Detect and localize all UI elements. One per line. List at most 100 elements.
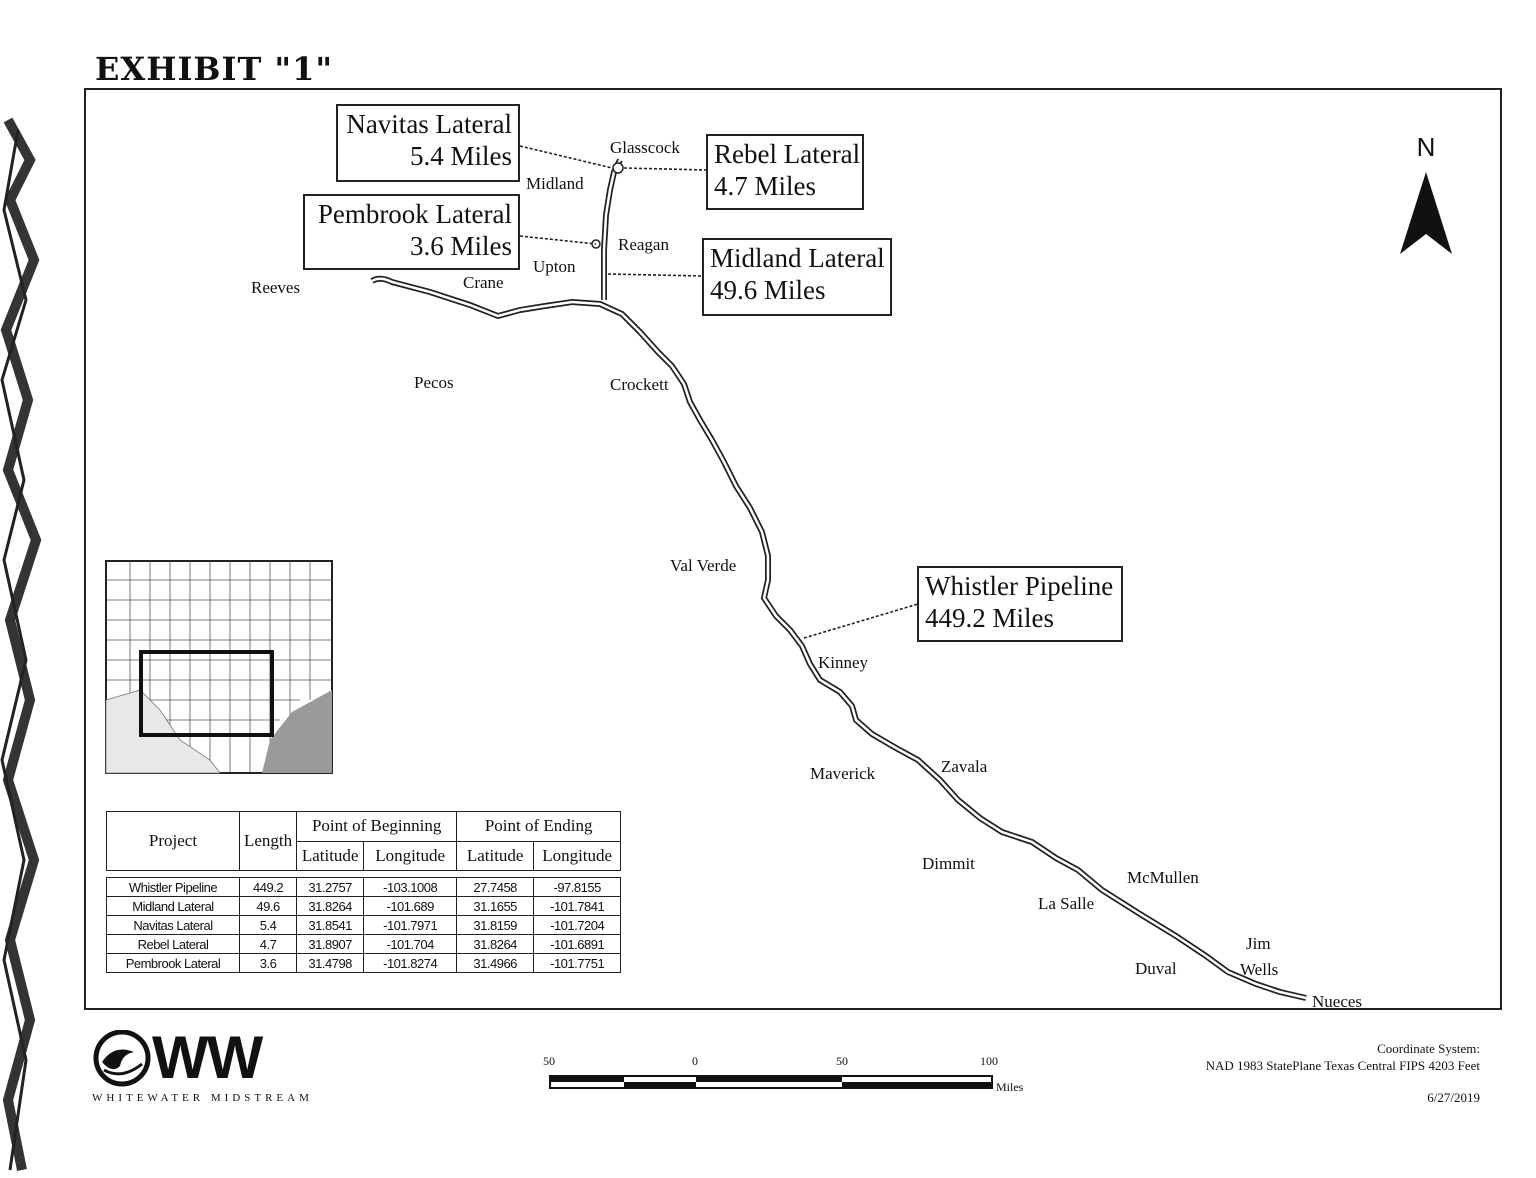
exhibit-title: EXHIBIT "1": [95, 50, 333, 88]
scale-tick-label: 50: [836, 1054, 848, 1068]
callout-navitas-lateral: Navitas Lateral 5.4 Miles: [336, 104, 520, 182]
county-label-glasscock: Glasscock: [610, 138, 680, 157]
cell-begin-lon: -101.704: [363, 934, 458, 954]
cell-end-lon: -97.8155: [533, 877, 622, 897]
table-row: Midland Lateral 49.6 31.8264 -101.689 31…: [106, 896, 622, 916]
north-arrow-icon: [1400, 172, 1452, 254]
cell-end-lon: -101.7841: [533, 896, 622, 916]
county-label-wells: Wells: [1240, 960, 1279, 979]
county-label-mcmullen: McMullen: [1127, 868, 1199, 887]
county-label-nueces: Nueces: [1312, 992, 1363, 1011]
callout-pembrook-lateral: Pembrook Lateral 3.6 Miles: [303, 194, 520, 270]
county-label-midland: Midland: [526, 174, 584, 193]
callout-pembrook-name: Pembrook Lateral: [317, 199, 512, 229]
cell-begin-lon: -101.8274: [363, 953, 458, 973]
scale-unit-label: Miles: [996, 1080, 1024, 1094]
cell-end-lat: 31.8264: [456, 934, 535, 954]
cell-length: 449.2: [238, 877, 298, 897]
rebel-lateral-marker: [612, 162, 624, 174]
scale-bar: [549, 1075, 993, 1089]
county-label-crane: Crane: [463, 273, 504, 292]
callout-pembrook-length: 3.6 Miles: [409, 231, 512, 261]
callout-whistler-name: Whistler Pipeline: [925, 571, 1114, 601]
cell-length: 49.6: [238, 896, 298, 916]
table-row: Pembrook Lateral 3.6 31.4798 -101.8274 3…: [106, 953, 622, 973]
callout-rebel-length: 4.7 Miles: [714, 171, 817, 201]
map-date: 6/27/2019: [1427, 1090, 1480, 1105]
table-row: Whistler Pipeline 449.2 31.2757 -103.100…: [106, 877, 622, 897]
county-label-la-salle: La Salle: [1038, 894, 1095, 913]
table-gap: [106, 870, 621, 878]
cell-project: Pembrook Lateral: [106, 953, 240, 973]
county-label-dimmit: Dimmit: [922, 854, 975, 873]
table-row: Navitas Lateral 5.4 31.8541 -101.7971 31…: [106, 915, 622, 935]
cell-begin-lat: 31.2757: [296, 877, 365, 897]
callout-rebel-lateral: Rebel Lateral 4.7 Miles: [706, 134, 864, 210]
cell-project: Rebel Lateral: [106, 934, 240, 954]
header-project: Project: [106, 811, 240, 871]
cell-begin-lon: -101.7971: [363, 915, 458, 935]
header-ending-latitude: Latitude: [456, 840, 535, 871]
county-label-jim: Jim: [1246, 934, 1271, 953]
cell-project: Navitas Lateral: [106, 915, 240, 935]
callout-whistler-length: 449.2 Miles: [925, 603, 1055, 633]
cell-end-lon: -101.7204: [533, 915, 622, 935]
callout-navitas-length: 5.4 Miles: [409, 141, 512, 171]
cell-begin-lon: -101.689: [363, 896, 458, 916]
scale-tick-label: 0: [692, 1054, 698, 1068]
cell-project: Midland Lateral: [106, 896, 240, 916]
cell-end-lon: -101.7751: [533, 953, 622, 973]
county-label-reagan: Reagan: [618, 235, 669, 254]
cell-length: 3.6: [238, 953, 298, 973]
logo-company-name: WHITEWATER MIDSTREAM: [92, 1092, 313, 1104]
county-label-kinney: Kinney: [818, 653, 869, 672]
county-label-maverick: Maverick: [810, 764, 876, 783]
cell-end-lat: 27.7458: [456, 877, 535, 897]
map-frame: [84, 88, 1502, 1010]
table-row: Rebel Lateral 4.7 31.8907 -101.704 31.82…: [106, 934, 622, 954]
header-point-of-beginning: Point of Beginning: [296, 811, 458, 842]
county-label-reeves: Reeves: [251, 278, 301, 297]
cell-begin-lat: 31.4798: [296, 953, 365, 973]
project-table-wrapper: Project Length Point of Beginning Point …: [106, 811, 622, 973]
cell-length: 5.4: [238, 915, 298, 935]
callout-rebel-name: Rebel Lateral: [714, 139, 861, 169]
cell-length: 4.7: [238, 934, 298, 954]
midland-lateral-route: [601, 158, 623, 300]
whistler-pipeline-route: [370, 275, 1307, 1001]
header-beginning-longitude: Longitude: [363, 840, 458, 871]
county-label-pecos: Pecos: [414, 373, 454, 392]
callout-navitas-name: Navitas Lateral: [346, 109, 512, 139]
cell-end-lat: 31.1655: [456, 896, 535, 916]
county-label-crockett: Crockett: [610, 375, 669, 394]
header-point-of-ending: Point of Ending: [456, 811, 622, 842]
margin-scribble: [0, 117, 42, 1171]
callout-midland-lateral: Midland Lateral 49.6 Miles: [702, 238, 892, 316]
cell-begin-lat: 31.8264: [296, 896, 365, 916]
header-length: Length: [238, 811, 298, 871]
cell-end-lat: 31.8159: [456, 915, 535, 935]
callout-whistler-pipeline: Whistler Pipeline 449.2 Miles: [917, 566, 1123, 642]
callout-midland-length: 49.6 Miles: [710, 275, 826, 305]
texas-inset-map: [105, 560, 333, 774]
scale-tick-label: 50: [543, 1054, 555, 1068]
coordinate-system-label: Coordinate System:: [1377, 1041, 1480, 1056]
county-label-duval: Duval: [1135, 959, 1177, 978]
coordinate-system-note: Coordinate System: NAD 1983 StatePlane T…: [1120, 1040, 1480, 1074]
project-coordinates-table: Project Length Point of Beginning Point …: [106, 811, 622, 973]
county-label-val-verde: Val Verde: [670, 556, 737, 575]
callout-leaders: [519, 145, 919, 639]
north-label: N: [1416, 132, 1436, 162]
scale-tick-label: 100: [980, 1054, 998, 1068]
cell-begin-lon: -103.1008: [363, 877, 458, 897]
header-ending-longitude: Longitude: [533, 840, 622, 871]
cell-begin-lat: 31.8541: [296, 915, 365, 935]
cell-project: Whistler Pipeline: [106, 877, 240, 897]
logo-mark: WW: [152, 1024, 263, 1091]
callout-midland-name: Midland Lateral: [710, 243, 885, 273]
county-label-zavala: Zavala: [941, 757, 988, 776]
whitewater-logo: [92, 1029, 282, 1095]
whitewater-logo-icon: [93, 1029, 151, 1087]
cell-begin-lat: 31.8907: [296, 934, 365, 954]
